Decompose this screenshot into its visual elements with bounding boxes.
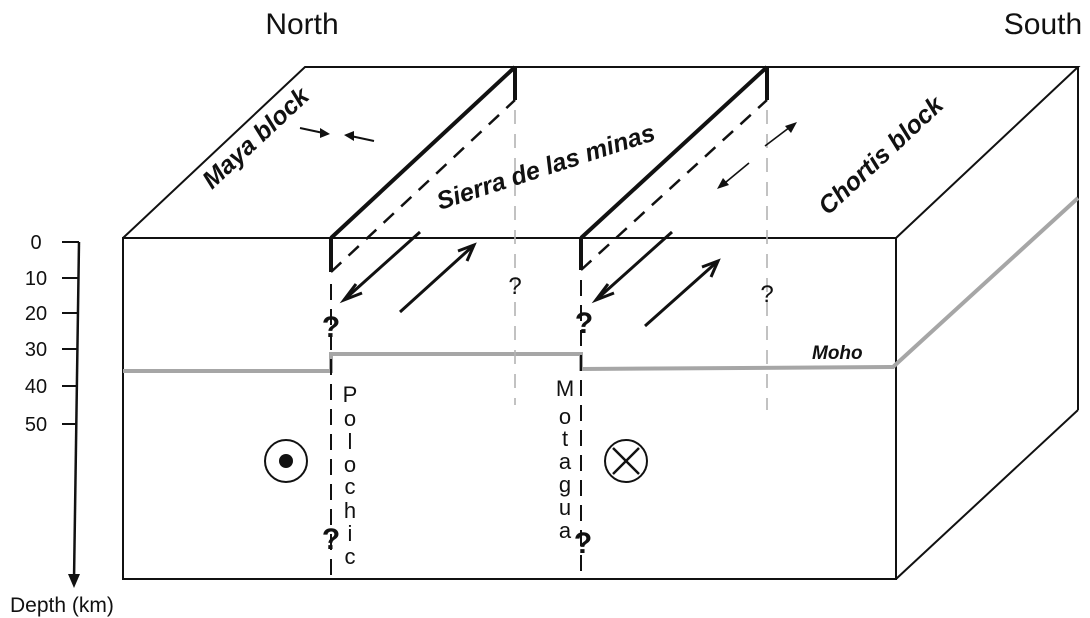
question-mark: ? bbox=[575, 307, 593, 340]
polochic-letter: h bbox=[344, 498, 356, 523]
depth-axis-label: Depth (km) bbox=[10, 594, 114, 617]
depth-axis-line bbox=[72, 241, 81, 581]
top-face-edge bbox=[122, 66, 1081, 239]
motagua-letter: u bbox=[559, 495, 571, 520]
north-label: North bbox=[265, 8, 338, 41]
question-mark: ? bbox=[508, 273, 521, 300]
front-face bbox=[122, 237, 897, 580]
extension-arrows bbox=[717, 122, 797, 189]
motagua-letter: M bbox=[556, 376, 574, 401]
polochic-letter: P bbox=[343, 382, 358, 407]
out-of-page-motion-icon bbox=[264, 439, 308, 483]
polochic-letter: l bbox=[348, 429, 353, 454]
polochic-letter: c bbox=[345, 474, 356, 499]
depth-tick-label: 30 bbox=[25, 339, 47, 361]
depth-axis-arrowhead bbox=[68, 574, 80, 588]
side-face-bottom-edge bbox=[895, 409, 1079, 580]
motagua-slip-arrows bbox=[591, 230, 721, 328]
motagua-letter: g bbox=[559, 472, 571, 497]
question-mark: ? bbox=[574, 527, 592, 560]
polochic-label: P o l o c h i c bbox=[343, 382, 358, 569]
compression-arrows bbox=[299, 127, 375, 142]
polochic-letter: i bbox=[348, 521, 353, 546]
motagua-label: M o t a g u a bbox=[556, 376, 574, 543]
polochic-letter: c bbox=[345, 544, 356, 569]
motagua-letter: t bbox=[562, 426, 568, 451]
motagua-letter: a bbox=[559, 518, 572, 543]
block-outline bbox=[122, 66, 1081, 580]
depth-tick-label: 50 bbox=[25, 414, 47, 436]
question-mark: ? bbox=[322, 523, 340, 556]
motagua-letter: a bbox=[559, 449, 572, 474]
motagua-letter: o bbox=[559, 404, 571, 429]
sierra-de-las-minas-label: Sierra de las minas bbox=[433, 119, 658, 216]
polochic-letter: o bbox=[344, 406, 356, 431]
depth-tick-label: 0 bbox=[30, 232, 41, 254]
polochic-fault bbox=[329, 65, 517, 579]
depth-tick-label: 10 bbox=[25, 268, 47, 290]
depth-tick-label: 40 bbox=[25, 376, 47, 398]
south-label: South bbox=[1004, 8, 1082, 41]
depth-axis: 0 10 20 30 40 50 Depth (km) bbox=[10, 232, 114, 617]
motagua-fault bbox=[579, 65, 769, 579]
polochic-letter: o bbox=[344, 452, 356, 477]
chortis-block-label: Chortis block bbox=[813, 90, 950, 220]
depth-tick-label: 20 bbox=[25, 303, 47, 325]
question-mark: ? bbox=[322, 311, 340, 344]
maya-block-label: Maya block bbox=[197, 81, 315, 194]
depth-ticks bbox=[62, 241, 79, 425]
motagua-surface-trace bbox=[579, 65, 769, 240]
moho-line bbox=[123, 196, 1080, 373]
moho-label: Moho bbox=[812, 343, 863, 364]
polochic-surface-trace bbox=[329, 65, 517, 240]
polochic-slip-arrows bbox=[339, 230, 477, 314]
question-mark: ? bbox=[760, 281, 773, 308]
uncertainty-marks: ? ? ? ? ? ? bbox=[322, 273, 774, 560]
into-page-motion-icon bbox=[604, 439, 648, 483]
